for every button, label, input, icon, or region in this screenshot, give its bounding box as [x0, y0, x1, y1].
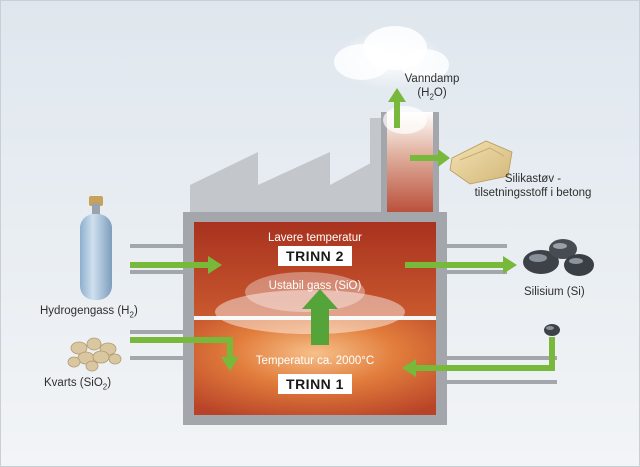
silicon-label: Silisium (Si) — [524, 286, 585, 298]
chimney-silhouette — [370, 118, 384, 214]
arrow-quartz-in — [221, 357, 239, 371]
stage-1-subtitle: Temperatur ca. 2000°C — [255, 355, 375, 367]
quartz-label: Kvarts (SiO2) — [44, 377, 112, 392]
gas-label: Ustabil gass (SiO) — [268, 280, 362, 292]
silica-bag-icon — [449, 140, 513, 185]
stage-2-subtitle: Lavere temperatur — [268, 232, 362, 244]
stage-1-badge: TRINN 1 — [278, 374, 352, 394]
arrow-silicon-return — [402, 359, 416, 377]
arrow-silica-out — [438, 149, 450, 167]
silica-dust-label: Silikastøv - tilsetningsstoff i betong — [474, 173, 592, 199]
arrow-steam-out — [388, 88, 406, 102]
arrow-sio-up — [302, 289, 338, 345]
hydrogen-label: Hydrogengass (H2) — [40, 305, 138, 320]
gas-glow — [215, 290, 405, 334]
stage-2-badge: TRINN 2 — [278, 246, 352, 266]
silicon-lumps-icon — [523, 239, 594, 336]
steam-cloud-icon — [334, 26, 449, 134]
quartz-pile-icon — [67, 337, 122, 372]
arrows — [130, 88, 555, 377]
arrow-silicon-out — [503, 256, 517, 274]
steam-label: Vanndamp (H2O) — [404, 73, 460, 102]
factory-roof-silhouette — [190, 150, 395, 212]
gas-cylinder-icon — [80, 196, 112, 300]
arrow-hydrogen-in — [130, 262, 210, 268]
